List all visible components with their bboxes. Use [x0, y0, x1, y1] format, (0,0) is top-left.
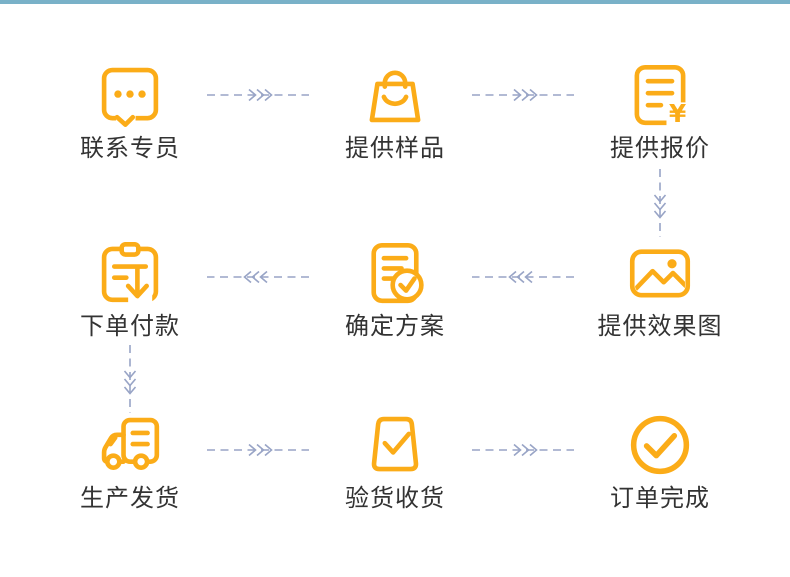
top-accent-bar [0, 0, 790, 4]
step-provide-quote: ¥ 提供报价 [550, 58, 770, 164]
quote-document-icon: ¥ [634, 64, 693, 128]
package-check-icon [371, 416, 419, 472]
arrow-right-icon [472, 88, 574, 102]
step-label: 订单完成 [610, 485, 710, 512]
shopping-bag-icon [369, 70, 421, 123]
arrow-left-icon [472, 270, 574, 284]
step-label: 联系专员 [80, 135, 180, 162]
arrow-down-icon [653, 169, 667, 237]
arrow-right-icon [472, 443, 574, 457]
svg-text:¥: ¥ [669, 99, 687, 128]
step-provide-rendering: 提供效果图 [550, 236, 770, 342]
chat-bubble-icon [101, 67, 159, 127]
step-order-complete: 订单完成 [550, 408, 770, 514]
image-icon [629, 249, 691, 298]
arrow-right-icon [207, 88, 309, 102]
arrow-down-icon [123, 345, 137, 413]
step-label: 验货收货 [345, 485, 445, 512]
step-place-order-payment: 下单付款 [20, 236, 240, 342]
clipboard-download-icon [101, 242, 159, 306]
step-label: 下单付款 [80, 313, 180, 340]
step-label: 提供样品 [345, 135, 445, 162]
step-provide-sample: 提供样品 [285, 58, 505, 164]
step-confirm-plan: 确定方案 [285, 236, 505, 342]
step-contact-specialist: 联系专员 [20, 58, 240, 164]
step-label: 生产发货 [80, 485, 180, 512]
arrow-left-icon [207, 270, 309, 284]
step-label: 提供报价 [610, 135, 710, 162]
step-label: 提供效果图 [597, 313, 723, 340]
truck-icon [101, 417, 160, 470]
step-inspect-receive: 验货收货 [285, 408, 505, 514]
circle-check-icon [630, 415, 690, 475]
arrow-right-icon [207, 443, 309, 457]
step-production-shipping: 生产发货 [20, 408, 240, 514]
document-check-icon [371, 242, 424, 304]
step-label: 确定方案 [345, 313, 445, 340]
